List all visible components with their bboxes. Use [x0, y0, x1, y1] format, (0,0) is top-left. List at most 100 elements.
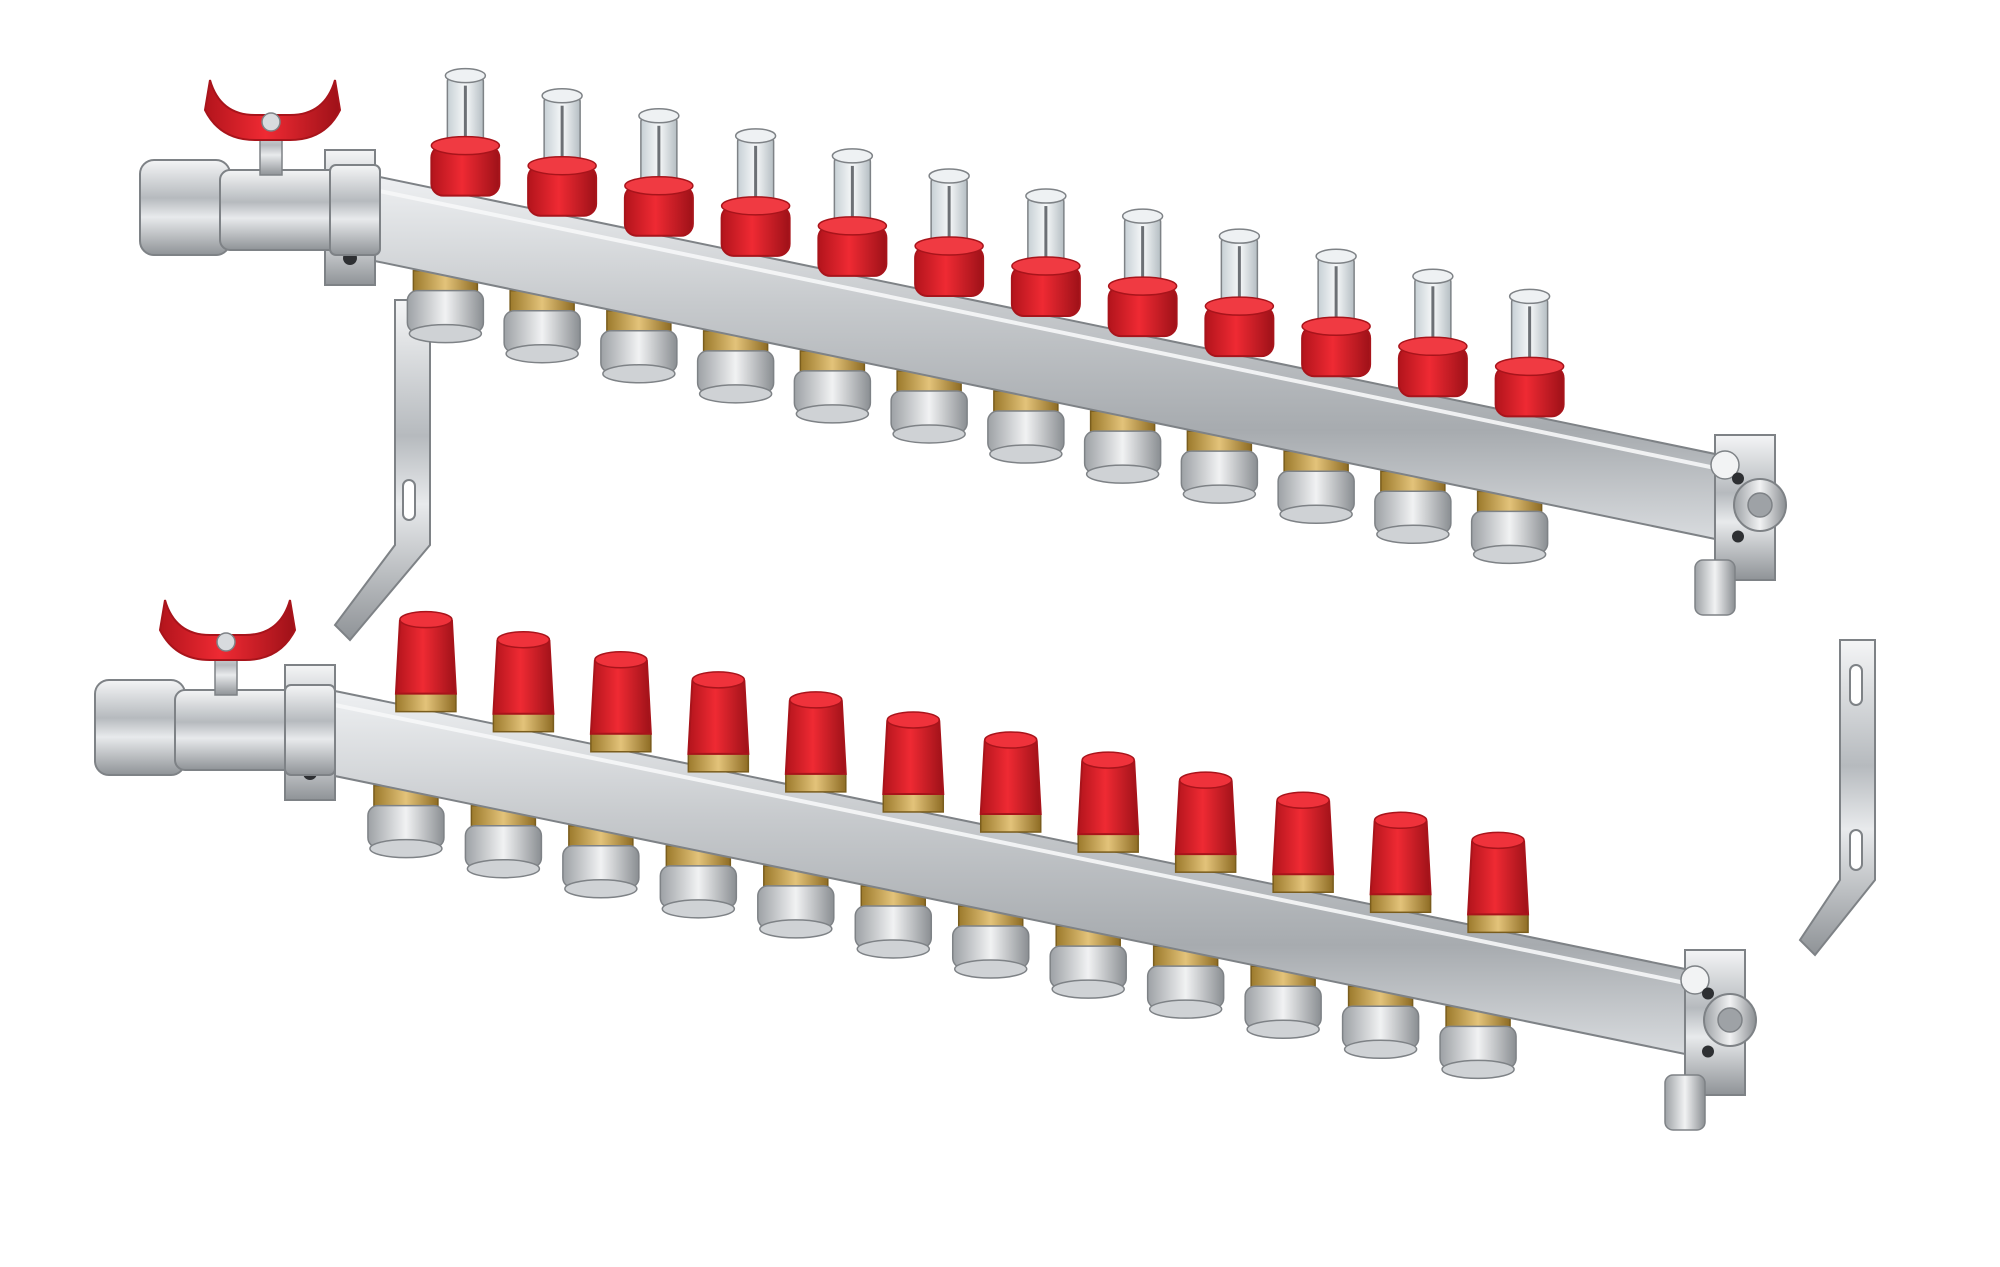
supply-bar: [139, 67, 1787, 616]
flow-meter: [1107, 208, 1178, 338]
valve-body: [219, 169, 341, 251]
flow-meter-top: [638, 108, 680, 124]
flow-meter-cap-top: [1301, 316, 1371, 336]
bottom-outlet-fitting: [987, 390, 1065, 464]
ball-valve: [139, 79, 381, 256]
valve-cap: [492, 630, 555, 733]
valve-cap: [687, 671, 750, 773]
nut-face: [759, 919, 833, 939]
flow-meter: [1010, 188, 1081, 318]
handle-screw: [216, 632, 236, 652]
nut-face: [564, 879, 638, 899]
nut-face: [1279, 504, 1353, 524]
nut-face: [505, 343, 579, 364]
cap-top: [1471, 831, 1525, 850]
brass-base: [590, 733, 652, 753]
cap-top: [1276, 791, 1330, 809]
flow-meter-top: [1508, 288, 1551, 305]
brass-base: [1077, 833, 1139, 853]
nut-face: [856, 939, 931, 959]
bolt-hole: [1702, 1045, 1714, 1058]
flow-meter-top: [541, 87, 583, 104]
bottom-outlet-fitting: [1277, 450, 1355, 524]
valve-cap: [589, 651, 652, 753]
flow-meter: [430, 67, 501, 197]
bottom-outlet-fitting: [1083, 410, 1162, 484]
air-vent-cap: [1680, 965, 1710, 995]
valve-outlet-hex: [329, 164, 381, 256]
brass-base: [1272, 873, 1334, 893]
nut-face: [466, 858, 541, 879]
valve-cap: [1369, 811, 1432, 914]
valve-cap: [882, 711, 945, 813]
bottom-outlet-fitting: [696, 330, 775, 404]
flow-meter-cap-top: [720, 196, 791, 216]
flow-meter-top: [1025, 188, 1067, 204]
brass-base: [395, 692, 457, 713]
right-wall-bracket: [1798, 639, 1876, 957]
flow-meter: [1301, 248, 1372, 378]
bolt-hole: [1732, 472, 1744, 485]
bottom-outlet-fitting: [367, 784, 445, 859]
flow-meter-cap-top: [1398, 336, 1468, 357]
flow-meter-cap-top: [914, 236, 984, 256]
flow-meter-top: [444, 67, 487, 84]
flow-meter-cap-top: [527, 155, 597, 176]
nut-face: [989, 444, 1063, 464]
bar-highlight: [329, 702, 1691, 986]
nut-face: [1148, 999, 1223, 1019]
flow-meter: [623, 108, 694, 237]
nut-face: [795, 404, 870, 424]
cap-top: [691, 671, 746, 689]
bottom-outlet-fitting: [562, 825, 640, 899]
flow-meter-top: [928, 168, 970, 184]
return-bar: [94, 599, 1757, 1131]
bottom-outlet-fitting: [464, 804, 543, 879]
brass-base: [1467, 913, 1529, 934]
bracket-slot: [1849, 829, 1863, 871]
bottom-outlet-fitting: [1180, 430, 1259, 504]
flow-meter: [914, 168, 985, 297]
nut-face: [1246, 1019, 1320, 1039]
cap-top: [594, 651, 648, 669]
drain-fitting: [1664, 1074, 1706, 1131]
brass-base: [1174, 853, 1237, 873]
brass-base: [979, 813, 1042, 833]
flow-meter-top: [734, 128, 777, 144]
flow-meter: [1397, 268, 1468, 398]
nut-face: [1182, 484, 1257, 504]
nut-face: [1343, 1039, 1418, 1060]
drain-fitting: [1694, 559, 1736, 616]
flow-meter-cap-top: [1204, 296, 1275, 316]
bracket-slot: [402, 479, 416, 521]
flow-meter-cap-top: [1011, 256, 1081, 276]
valve-body: [174, 689, 296, 771]
valve-cap: [979, 731, 1042, 833]
nut-face: [1441, 1059, 1515, 1080]
handle-screw: [261, 112, 281, 132]
flow-meter-cap-top: [1494, 356, 1565, 377]
flow-meter-cap-top: [817, 216, 888, 236]
nut-face: [602, 364, 676, 384]
valve-cap: [1272, 791, 1335, 893]
bottom-outlet-fitting: [600, 310, 678, 384]
flow-meter-top: [1412, 268, 1454, 285]
cap-top: [496, 630, 551, 649]
cap-top: [1178, 771, 1233, 789]
butterfly-handle: [203, 79, 342, 141]
bar-highlight: [369, 187, 1721, 471]
valve-outlet-hex: [284, 684, 336, 776]
left-wall-bracket: [333, 299, 431, 642]
valve-cap: [394, 610, 457, 713]
nut-face: [661, 899, 736, 919]
flow-meter: [527, 87, 598, 217]
valve-cap: [784, 691, 847, 793]
valve-cap: [1174, 771, 1237, 873]
flow-meter-top: [1121, 208, 1164, 224]
wall-brackets: [333, 299, 1876, 957]
nut-face: [1085, 464, 1160, 484]
cap-top: [886, 711, 941, 729]
brass-base: [882, 793, 945, 813]
cap-top: [789, 691, 843, 709]
